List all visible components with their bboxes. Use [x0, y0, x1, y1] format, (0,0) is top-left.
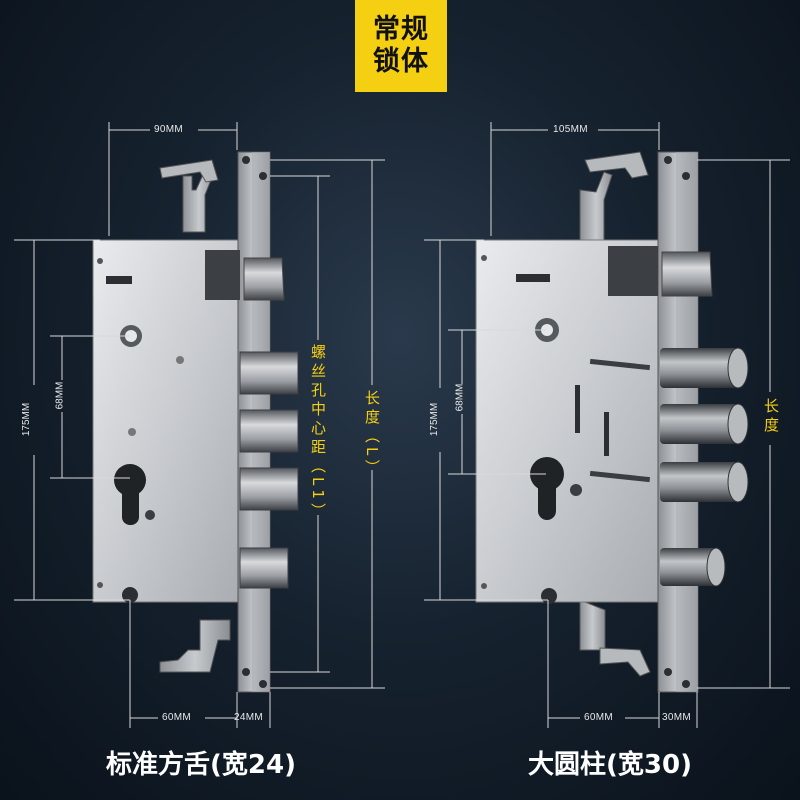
left-screw-distance-label: 螺丝孔中心距（L1） — [309, 344, 327, 522]
right-bottom-a-label: 60MM — [584, 712, 613, 723]
left-bottom-a-label: 60MM — [162, 712, 191, 723]
left-length-label: 长度（L） — [363, 390, 381, 479]
right-caption: 大圆柱(宽30) — [528, 750, 692, 780]
left-height-outer-label: 175MM — [21, 402, 33, 437]
left-width-label: 90MM — [154, 124, 183, 135]
left-bottom-b-label: 24MM — [234, 712, 263, 723]
right-dimension-lines — [424, 122, 790, 728]
right-bottom-b-label: 30MM — [662, 712, 691, 723]
title-badge: 常规 锁体 — [355, 0, 447, 92]
right-width-label: 105MM — [553, 124, 588, 135]
title-line-1: 常规 — [373, 14, 429, 45]
title-line-2: 锁体 — [373, 46, 429, 77]
left-dimension-lines — [14, 122, 385, 728]
left-height-inner-label: 68MM — [54, 381, 66, 410]
left-lock-body — [92, 151, 299, 693]
left-caption: 标准方舌(宽24) — [106, 750, 296, 780]
right-height-inner-label: 68MM — [454, 383, 466, 412]
right-lock-body — [475, 151, 749, 693]
right-height-outer-label: 175MM — [429, 402, 441, 437]
right-length-label: 长度 — [762, 398, 780, 436]
